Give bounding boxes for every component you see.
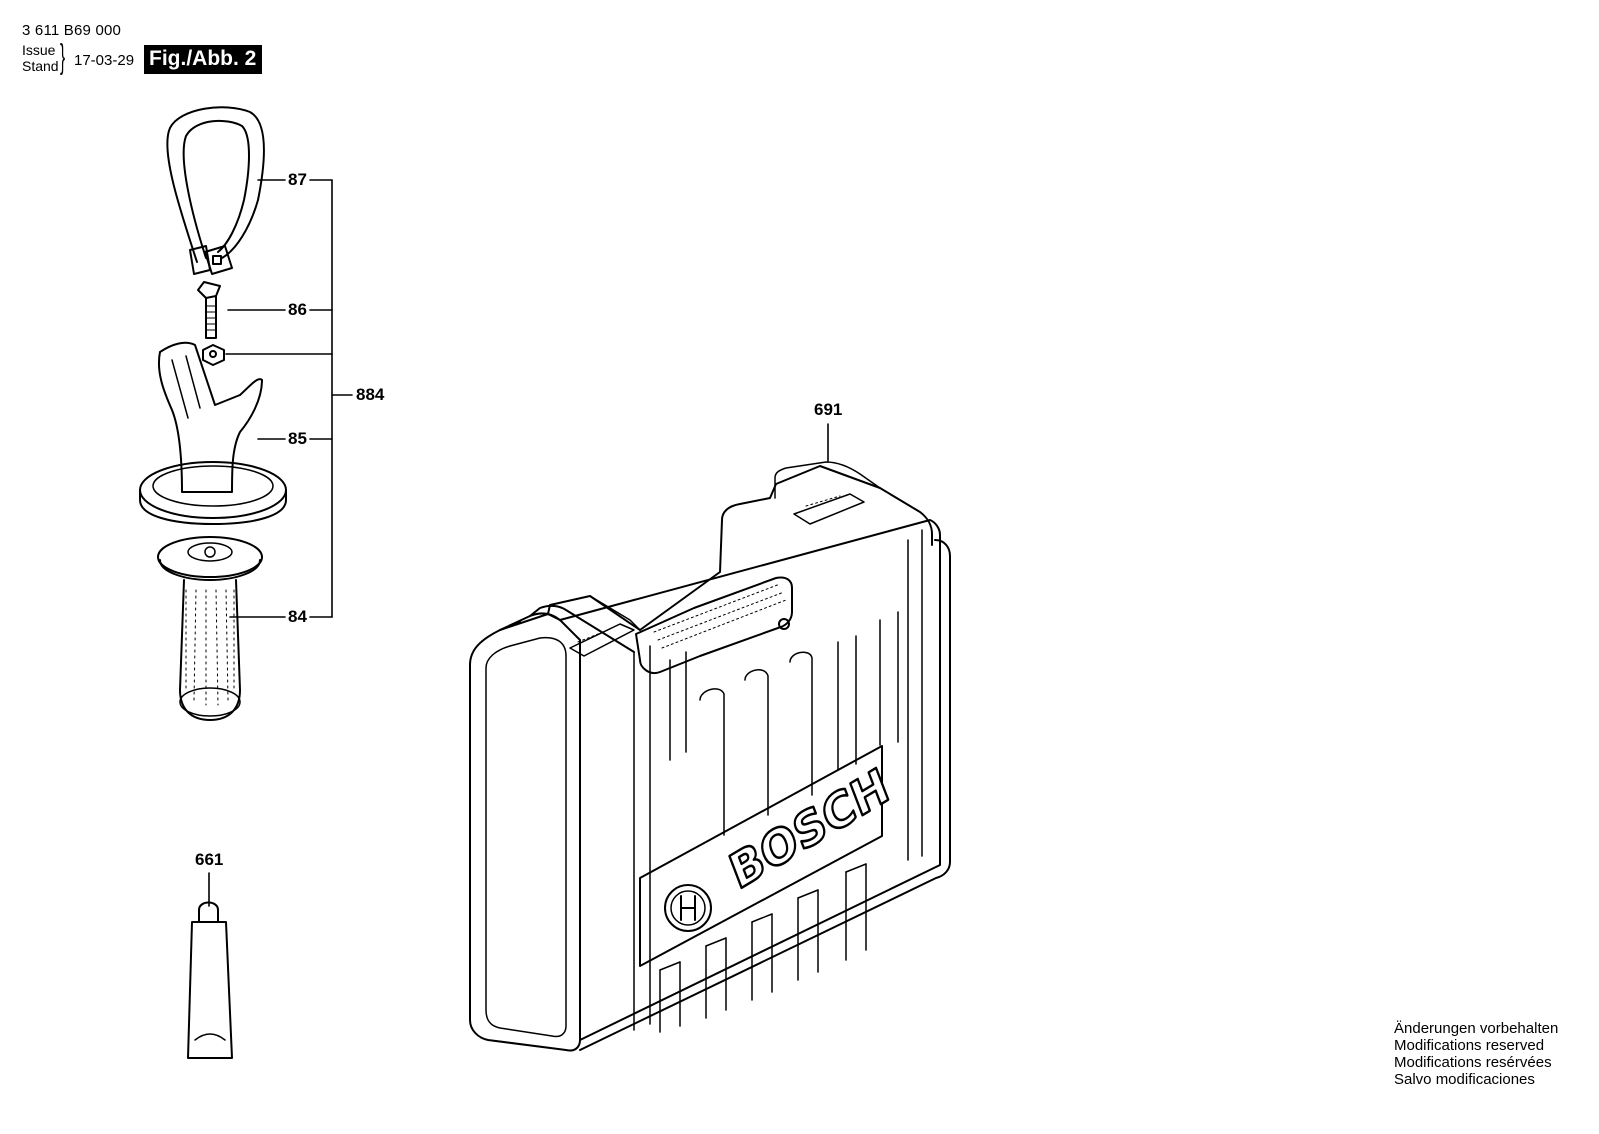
document-part-number: 3 611 B69 000 [22, 22, 122, 39]
bolt-part-86 [197, 281, 221, 339]
note-line-de: Änderungen vorbehalten [1394, 1020, 1559, 1037]
callout-661: 661 [195, 850, 224, 869]
callout-84: 84 [288, 607, 307, 626]
figure-title: Fig./Abb. 2 [144, 45, 263, 74]
issue-label: Issue Stand [22, 42, 59, 74]
nut-part [202, 344, 225, 366]
callout-leaders [208, 179, 829, 907]
note-line-fr: Modifications resérvées [1394, 1054, 1552, 1071]
issue-date: 17-03-29 [74, 52, 135, 69]
callout-884: 884 [356, 385, 385, 404]
brace-icon: } [60, 38, 66, 76]
note-line-es: Salvo modificaciones [1394, 1071, 1535, 1088]
issue-label-line2: Stand [22, 58, 59, 74]
note-line-en: Modifications reserved [1394, 1037, 1545, 1054]
strap-part-87 [166, 106, 265, 275]
handle-holder-part-85 [139, 341, 287, 525]
grease-tube-part-661 [187, 901, 233, 1059]
case-brand-text: BOSCH [722, 757, 895, 900]
callout-691: 691 [814, 400, 843, 419]
issue-label-line1: Issue [22, 42, 56, 58]
carrying-case-part-691 [469, 461, 951, 1052]
callout-86: 86 [288, 300, 307, 319]
modifications-note: Änderungen vorbehalten Modifications res… [1394, 1020, 1558, 1088]
callout-87: 87 [288, 170, 307, 189]
callout-85: 85 [288, 429, 307, 448]
grip-part-84 [157, 536, 263, 721]
